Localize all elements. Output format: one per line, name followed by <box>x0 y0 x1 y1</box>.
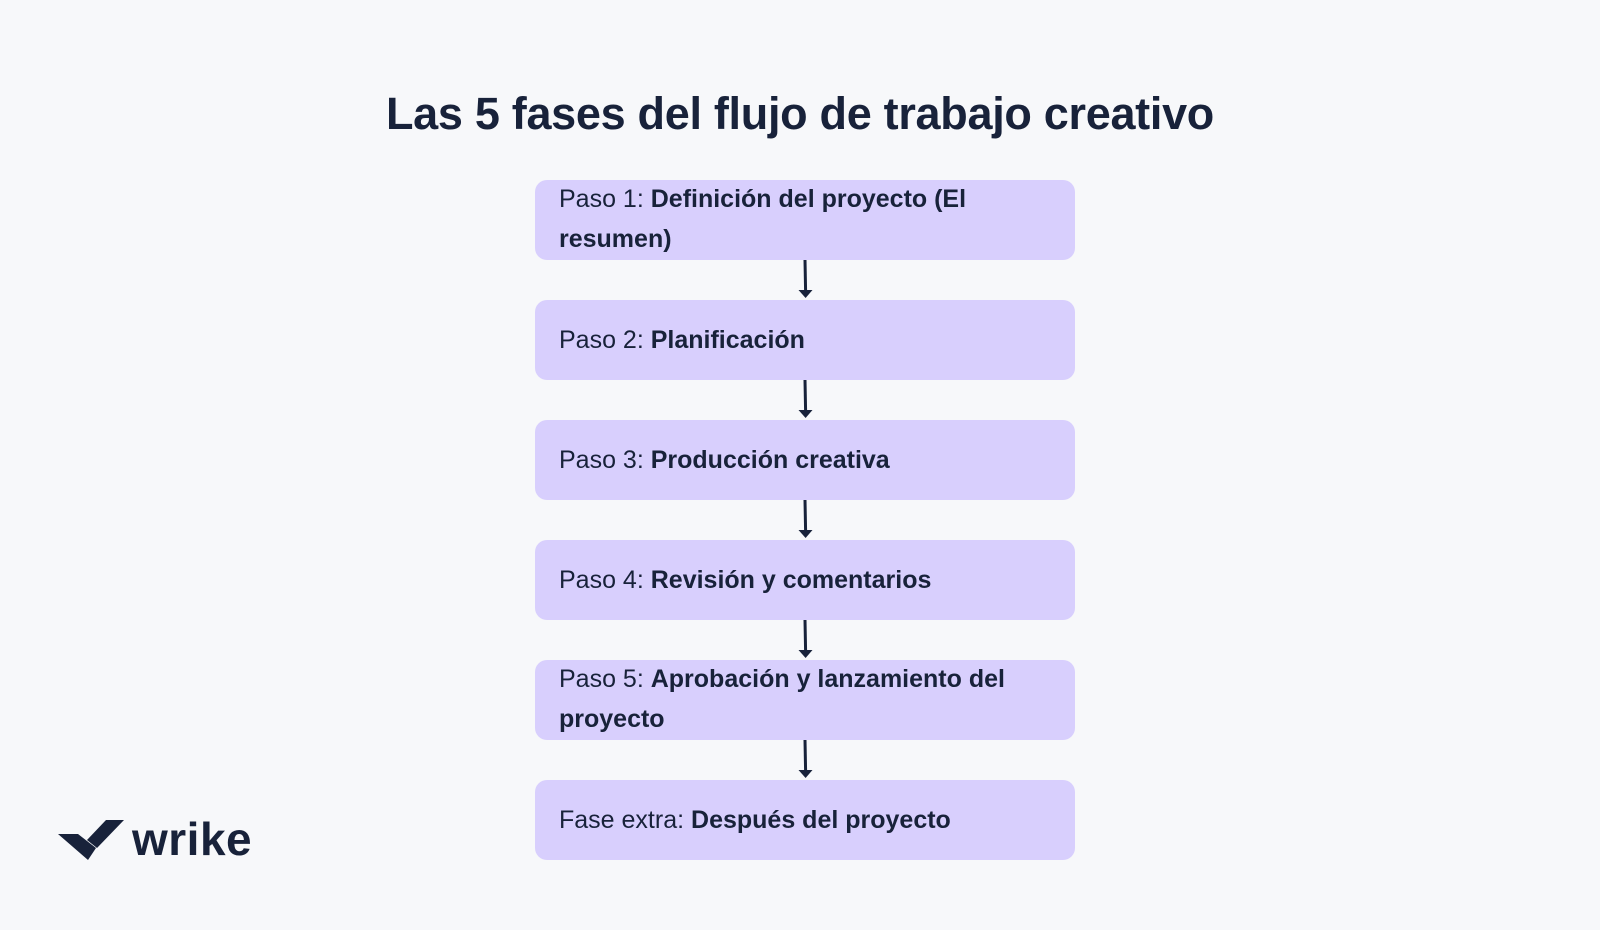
step-4-box: Paso 4: Revisión y comentarios <box>535 540 1075 620</box>
extra-phase-label: Fase extra: <box>559 806 685 834</box>
step-3-box: Paso 3: Producción creativa <box>535 420 1075 500</box>
arrow-down-icon <box>798 620 813 658</box>
wrike-logo: wrike <box>58 816 252 862</box>
step-3-name: Producción creativa <box>650 446 890 474</box>
arrow-down-icon <box>798 260 813 298</box>
step-2-name: Planificación <box>650 326 805 354</box>
step-1-box: Paso 1: Definición del proyecto (El resu… <box>535 180 1075 260</box>
diagram-title: Las 5 fases del flujo de trabajo creativ… <box>385 88 1214 140</box>
step-2-text: Paso 2: Planificación <box>559 320 805 360</box>
step-1-name: Definición del proyecto (El resumen) <box>559 185 967 253</box>
extra-phase-box: Fase extra: Después del proyecto <box>535 780 1075 860</box>
step-5-name: Aprobación y lanzamiento del proyecto <box>559 665 1005 733</box>
wrike-wordmark: wrike <box>132 813 253 865</box>
arrow-down-icon <box>798 380 813 418</box>
extra-phase-text: Fase extra: Después del proyecto <box>559 800 951 840</box>
step-2-label: Paso 2: <box>559 326 644 354</box>
step-4-text: Paso 4: Revisión y comentarios <box>559 560 931 600</box>
step-1-label: Paso 1: <box>559 185 644 213</box>
arrow-down-icon <box>798 500 813 538</box>
wrike-checkmark-icon <box>58 820 124 860</box>
arrow-down-icon <box>798 740 813 778</box>
step-3-text: Paso 3: Producción creativa <box>559 440 890 480</box>
step-3-label: Paso 3: <box>559 446 644 474</box>
step-2-box: Paso 2: Planificación <box>535 300 1075 380</box>
step-1-text: Paso 1: Definición del proyecto (El resu… <box>559 179 1051 259</box>
step-5-label: Paso 5: <box>559 665 644 693</box>
step-5-text: Paso 5: Aprobación y lanzamiento del pro… <box>559 659 1051 739</box>
extra-phase-name: Después del proyecto <box>691 806 951 834</box>
step-4-name: Revisión y comentarios <box>650 566 932 594</box>
step-5-box: Paso 5: Aprobación y lanzamiento del pro… <box>535 660 1075 740</box>
step-4-label: Paso 4: <box>559 566 644 594</box>
